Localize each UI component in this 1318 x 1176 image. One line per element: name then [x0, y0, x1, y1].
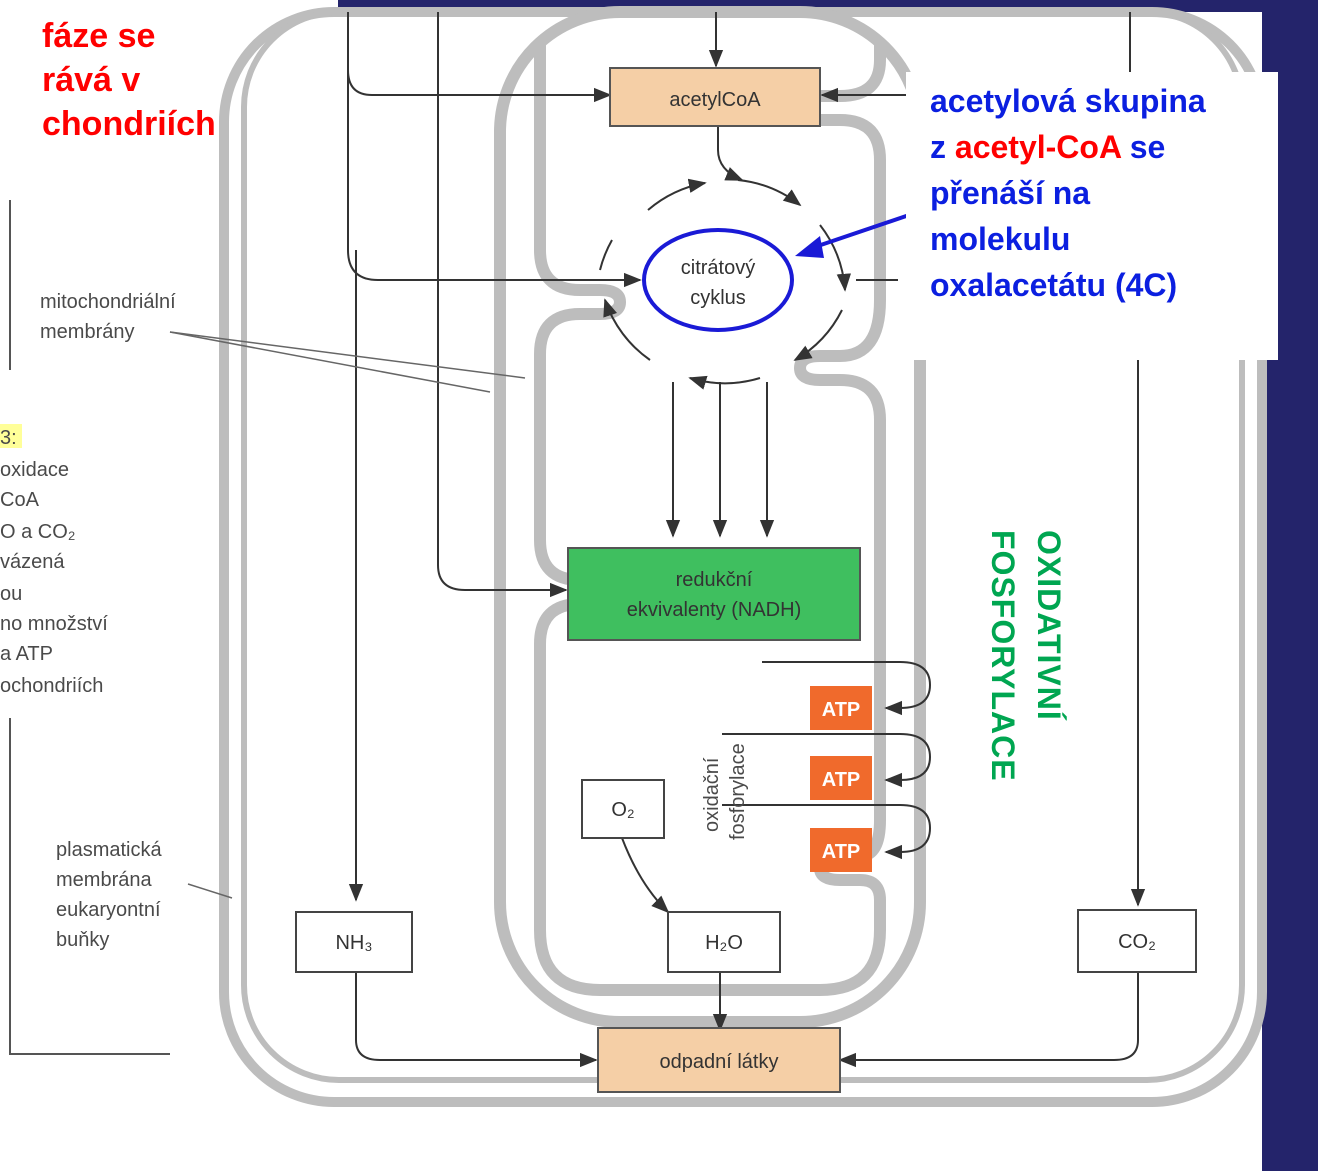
stage3-line-7: no množství — [0, 613, 108, 635]
citrate-cycle-label-2: cyklus — [690, 287, 746, 309]
mitochondrion-inner-membrane — [534, 40, 886, 996]
stage3-line-8: a ATP — [0, 643, 53, 665]
leader-plasma — [187, 883, 233, 899]
stage3-line-5: vázená — [0, 551, 65, 573]
callout-line-2-prefix: z — [930, 129, 955, 165]
callout-line-3: přenáší na — [930, 175, 1091, 211]
mitochondrion-outer-membrane — [494, 6, 926, 1028]
green-oxidative-label: OXIDATIVNÍ — [1031, 530, 1067, 721]
callout-line-1: acetylová skupina — [930, 83, 1206, 119]
plasma-membrane-line-4: buňky — [56, 929, 109, 951]
atp-box-2 — [810, 756, 872, 800]
stage3-line-6: ou — [0, 583, 22, 605]
callout-line-4: molekulu — [930, 221, 1071, 257]
callout-arrow-head — [795, 236, 824, 258]
callout-arrow-line — [805, 210, 919, 252]
green-phosphorylation-label: FOSFORYLACE — [985, 530, 1021, 782]
cycle-arc-2 — [737, 179, 802, 207]
cycle-arc-4 — [793, 309, 843, 361]
stage3-line-4: O a CO₂ — [0, 521, 76, 543]
plasma-membrane-line-2: membrána — [56, 869, 152, 891]
nh3-label: NH₃ — [335, 932, 372, 954]
arrow-co2-to-waste — [838, 972, 1139, 1068]
stage-number-highlight — [0, 424, 22, 448]
heading-clip-mask — [0, 14, 42, 154]
arrow-into-cycle — [717, 118, 744, 181]
stage3-line-2: oxidace — [0, 459, 69, 481]
atp-label-3: ATP — [822, 841, 861, 863]
cycle-arc-6 — [603, 298, 651, 361]
arrow-to-atp-2 — [722, 733, 932, 788]
reducing-equivalents-line-1: redukční — [676, 569, 753, 591]
mito-membranes-line-1: mitochondriální — [40, 291, 176, 313]
callout-line-2-suffix: se — [1120, 129, 1166, 165]
acetylcoa-box — [609, 67, 821, 127]
bracket-plasma — [9, 718, 170, 1055]
atp-label-2: ATP — [822, 769, 861, 791]
leader-mito-2 — [169, 331, 491, 393]
oxidative-phosphorylation-line-1: oxidační — [701, 757, 723, 832]
oxidative-phosphorylation-line-2: fosforylace — [727, 743, 749, 840]
arrow-to-nadh — [437, 12, 568, 598]
h2o-label: H₂O — [705, 932, 743, 954]
co2-box — [1077, 909, 1197, 973]
callout-line-2: z acetyl-CoA se — [930, 124, 1278, 170]
reducing-equivalents-line-2: ekvivalenty (NADH) — [627, 599, 801, 621]
atp-label-1: ATP — [822, 699, 861, 721]
acetyl-callout: acetylová skupina z acetyl-CoA se přenáš… — [906, 72, 1278, 360]
phase-heading-line-1: fáze se — [42, 17, 156, 55]
o2-box — [581, 779, 665, 839]
arrow-to-atp-1 — [762, 661, 932, 716]
acetylcoa-label: acetylCoA — [669, 89, 761, 111]
callout-acetyl-coa-red: acetyl-CoA — [954, 129, 1121, 165]
arrow-to-atp-3 — [722, 804, 932, 860]
co2-label: CO₂ — [1118, 931, 1156, 953]
waste-box — [597, 1027, 841, 1093]
cycle-arc-3 — [819, 224, 851, 292]
leader-mito-1 — [169, 331, 526, 379]
cycle-arc-1 — [647, 178, 707, 211]
atp-box-1 — [810, 686, 872, 730]
mito-membranes-line-2: membrány — [40, 321, 134, 343]
atp-box-3 — [810, 828, 872, 872]
nh3-box — [295, 911, 413, 973]
plasma-membrane-line-3: eukaryontní — [56, 899, 161, 921]
arrow-o2-to-h2o — [621, 837, 670, 914]
stage3-line-1: 3: — [0, 427, 17, 449]
arrow-nh3-to-waste — [355, 972, 598, 1068]
phase-heading-line-3: chondriích — [42, 105, 216, 143]
cycle-arc-7 — [599, 239, 613, 271]
h2o-box — [667, 911, 781, 973]
o2-label: O₂ — [611, 799, 634, 821]
citrate-cycle-highlight-ellipse — [642, 228, 794, 332]
callout-line-5: oxalacetátu (4C) — [930, 267, 1178, 303]
phase-heading: fáze se rává v chondriích — [0, 14, 270, 146]
plasma-membrane-line-1: plasmatická — [56, 839, 162, 861]
stage3-line-9: ochondriích — [0, 675, 103, 697]
cycle-arc-5 — [688, 375, 761, 390]
reducing-equivalents-box — [567, 547, 861, 641]
stage3-line-3: CoA — [0, 489, 40, 511]
citrate-cycle-label-1: citrátový — [681, 257, 755, 279]
waste-label: odpadní látky — [660, 1051, 779, 1073]
phase-heading-line-2: rává v — [42, 61, 141, 99]
